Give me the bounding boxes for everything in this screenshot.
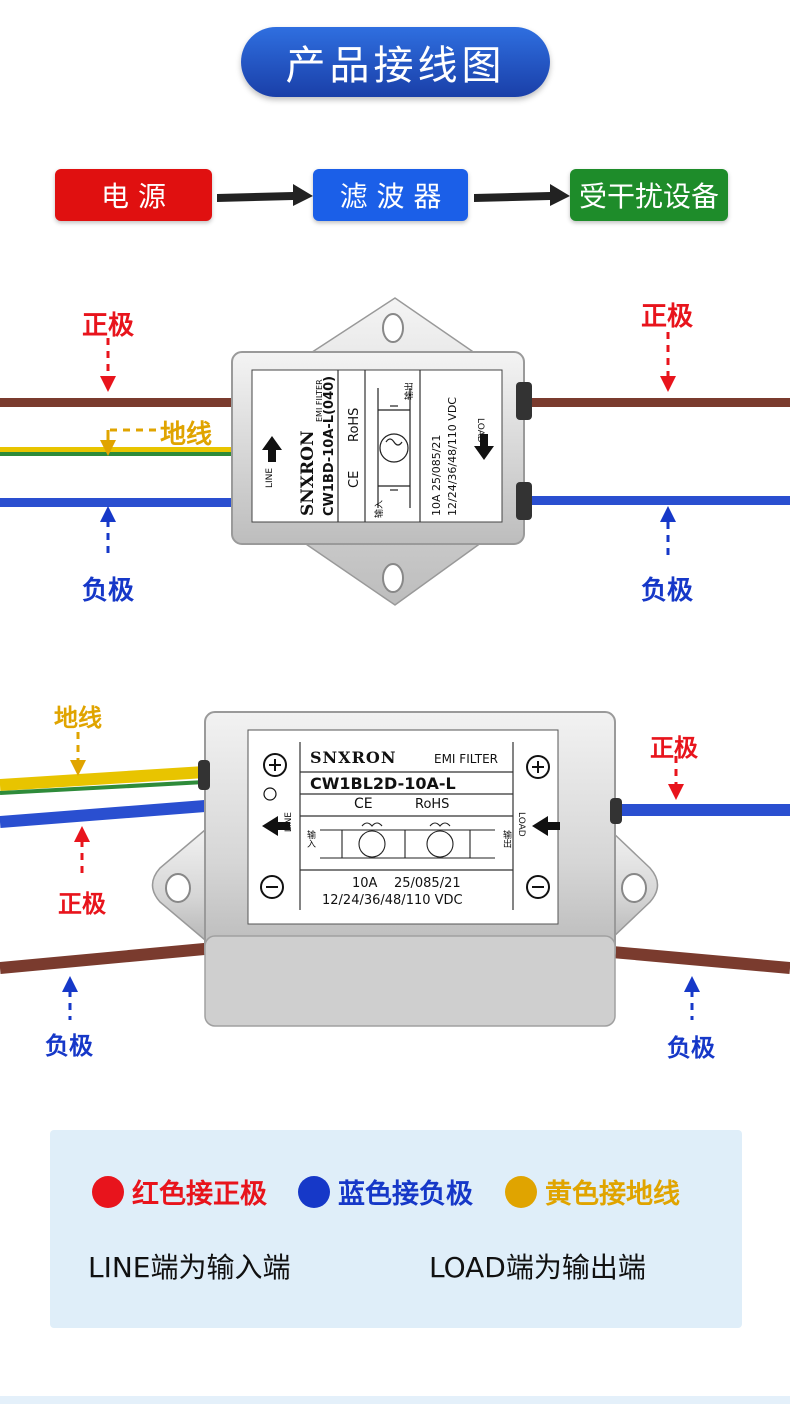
arrow-right-negative-icon-2 bbox=[684, 976, 700, 992]
diagram2-left-negative: 负极 bbox=[45, 1032, 93, 1060]
filter-2-rohs: RoHS bbox=[415, 797, 450, 812]
arrow-right-positive-icon bbox=[660, 376, 676, 392]
bottom-band bbox=[0, 1396, 790, 1404]
connector-left-2 bbox=[198, 760, 210, 790]
diagram-1-graphics: SNXRON EMI FILTER CW1BD-10A-L(040) CE Ro… bbox=[0, 297, 790, 606]
filter-1-line: LINE bbox=[265, 468, 275, 488]
flow-arrow-2 bbox=[474, 184, 570, 206]
arrow-left-positive-icon bbox=[100, 376, 116, 392]
minus-out-icon bbox=[526, 875, 550, 899]
wire-brown-right-2 bbox=[611, 946, 790, 974]
wire-green-left-2 bbox=[0, 780, 206, 795]
plus-out-icon bbox=[526, 755, 550, 779]
diagram1-right-negative: 负极 bbox=[641, 576, 694, 606]
flow-filter-box: 滤 波 器 bbox=[313, 169, 468, 221]
diagram1-left-positive: 正极 bbox=[82, 311, 135, 341]
load-arrow-icon bbox=[474, 434, 494, 460]
diagram1-left-negative: 负极 bbox=[82, 576, 135, 606]
diagram1-right-positive: 正极 bbox=[641, 302, 694, 332]
page-title: 产品接线图 bbox=[241, 27, 550, 97]
filter-2-spec2: 12/24/36/48/110 VDC bbox=[322, 893, 463, 908]
wire-brown-left-2 bbox=[0, 942, 216, 974]
legend-yellow: 黄色接地线 bbox=[505, 1172, 680, 1211]
filter-1-label bbox=[251, 369, 503, 523]
wire-blue-left-2 bbox=[0, 800, 206, 828]
filter-1-ce: CE bbox=[347, 471, 362, 488]
diagram2-right-positive: 正极 bbox=[650, 734, 698, 762]
diagram2-right-negative: 负极 bbox=[667, 1034, 715, 1062]
arrow-ground-icon bbox=[100, 440, 116, 456]
wire-yellow-left-2 bbox=[0, 766, 206, 791]
filter-2-load: LOAD bbox=[516, 812, 526, 837]
wire-brown-left bbox=[0, 398, 235, 407]
filter-1-emi: EMI FILTER bbox=[315, 379, 324, 422]
wire-blue-right-2 bbox=[612, 804, 790, 816]
legend-panel bbox=[50, 1130, 742, 1328]
blue-dot-icon bbox=[298, 1175, 330, 1208]
arrow-left-negative-icon-2 bbox=[62, 976, 78, 992]
filter-2-out-label: 输出 bbox=[501, 830, 511, 848]
connector-bottom bbox=[516, 482, 532, 520]
arrow-ground-icon-2 bbox=[70, 760, 86, 776]
line-arrow-icon bbox=[262, 436, 282, 462]
ground-icon bbox=[263, 787, 277, 801]
diagram2-left-positive: 正极 bbox=[58, 890, 106, 918]
load-arrow-icon-2 bbox=[532, 816, 560, 836]
line-arrow-icon-2 bbox=[262, 816, 290, 836]
flange-hole-bottom bbox=[382, 563, 404, 593]
arrow-right-positive-icon-2 bbox=[668, 784, 684, 800]
load-note: LOAD端为输出端 bbox=[429, 1251, 646, 1284]
filter-2-line: LINE bbox=[284, 812, 294, 833]
wire-blue-right bbox=[525, 496, 790, 505]
arrow-left-negative-icon bbox=[100, 506, 116, 522]
legend-blue: 蓝色接负极 bbox=[298, 1172, 473, 1211]
flow-arrow-1 bbox=[217, 184, 313, 206]
filter-1-spec1: 10A 25/085/21 bbox=[430, 435, 443, 516]
flow-power-box: 电 源 bbox=[55, 169, 212, 221]
filter-2-schematic bbox=[320, 822, 495, 859]
filter-1-load: LOAD bbox=[475, 418, 485, 443]
diagram2-left-ground: 地线 bbox=[54, 704, 102, 732]
legend-blue-label: 蓝色接负极 bbox=[338, 1179, 473, 1210]
wire-yellow-left bbox=[0, 447, 235, 452]
filter-2-spec1: 10A 25/085/21 bbox=[352, 876, 461, 891]
minus-in-icon bbox=[260, 875, 284, 899]
yellow-dot-icon bbox=[505, 1175, 537, 1208]
filter-2-ce: CE bbox=[354, 796, 373, 812]
filter-1-brand: SNXRON bbox=[298, 431, 318, 516]
filter-1-spec2: 12/24/36/48/110 VDC bbox=[446, 397, 459, 516]
flange-hole-top bbox=[382, 313, 404, 343]
filter-2-in-label: 输入 bbox=[305, 830, 315, 848]
filter-2-emi: EMI FILTER bbox=[434, 752, 499, 766]
filter-1-in-label: 输入 bbox=[373, 500, 385, 518]
legend-red-label: 红色接正极 bbox=[132, 1179, 267, 1210]
filter-1-rohs: RoHS bbox=[347, 408, 362, 442]
filter-2-brand: SNXRON bbox=[310, 748, 397, 767]
legend-red: 红色接正极 bbox=[92, 1172, 267, 1211]
connector-right-2 bbox=[610, 798, 622, 824]
filter-1-schematic bbox=[377, 388, 411, 508]
line-note: LINE端为输入端 bbox=[88, 1251, 291, 1284]
filter-1-model: CW1BD-10A-L(040) bbox=[322, 376, 337, 516]
filter-1-out-label: 输出 bbox=[403, 382, 415, 400]
diagram-2-graphics bbox=[0, 711, 790, 1027]
arrow-left-positive-icon-2 bbox=[74, 826, 90, 842]
arrow-right-negative-icon bbox=[660, 506, 676, 522]
legend-yellow-label: 黄色接地线 bbox=[545, 1179, 680, 1210]
wire-blue-left bbox=[0, 498, 235, 507]
wire-brown-right bbox=[525, 398, 790, 407]
filter-2-model: CW1BL2D-10A-L bbox=[310, 774, 456, 793]
flow-device-box: 受干扰设备 bbox=[570, 169, 728, 221]
red-dot-icon bbox=[92, 1175, 124, 1208]
wire-green-left bbox=[0, 452, 235, 456]
diagram1-left-ground: 地线 bbox=[160, 420, 213, 450]
plus-in-icon bbox=[263, 753, 287, 777]
connector-top bbox=[516, 382, 532, 420]
